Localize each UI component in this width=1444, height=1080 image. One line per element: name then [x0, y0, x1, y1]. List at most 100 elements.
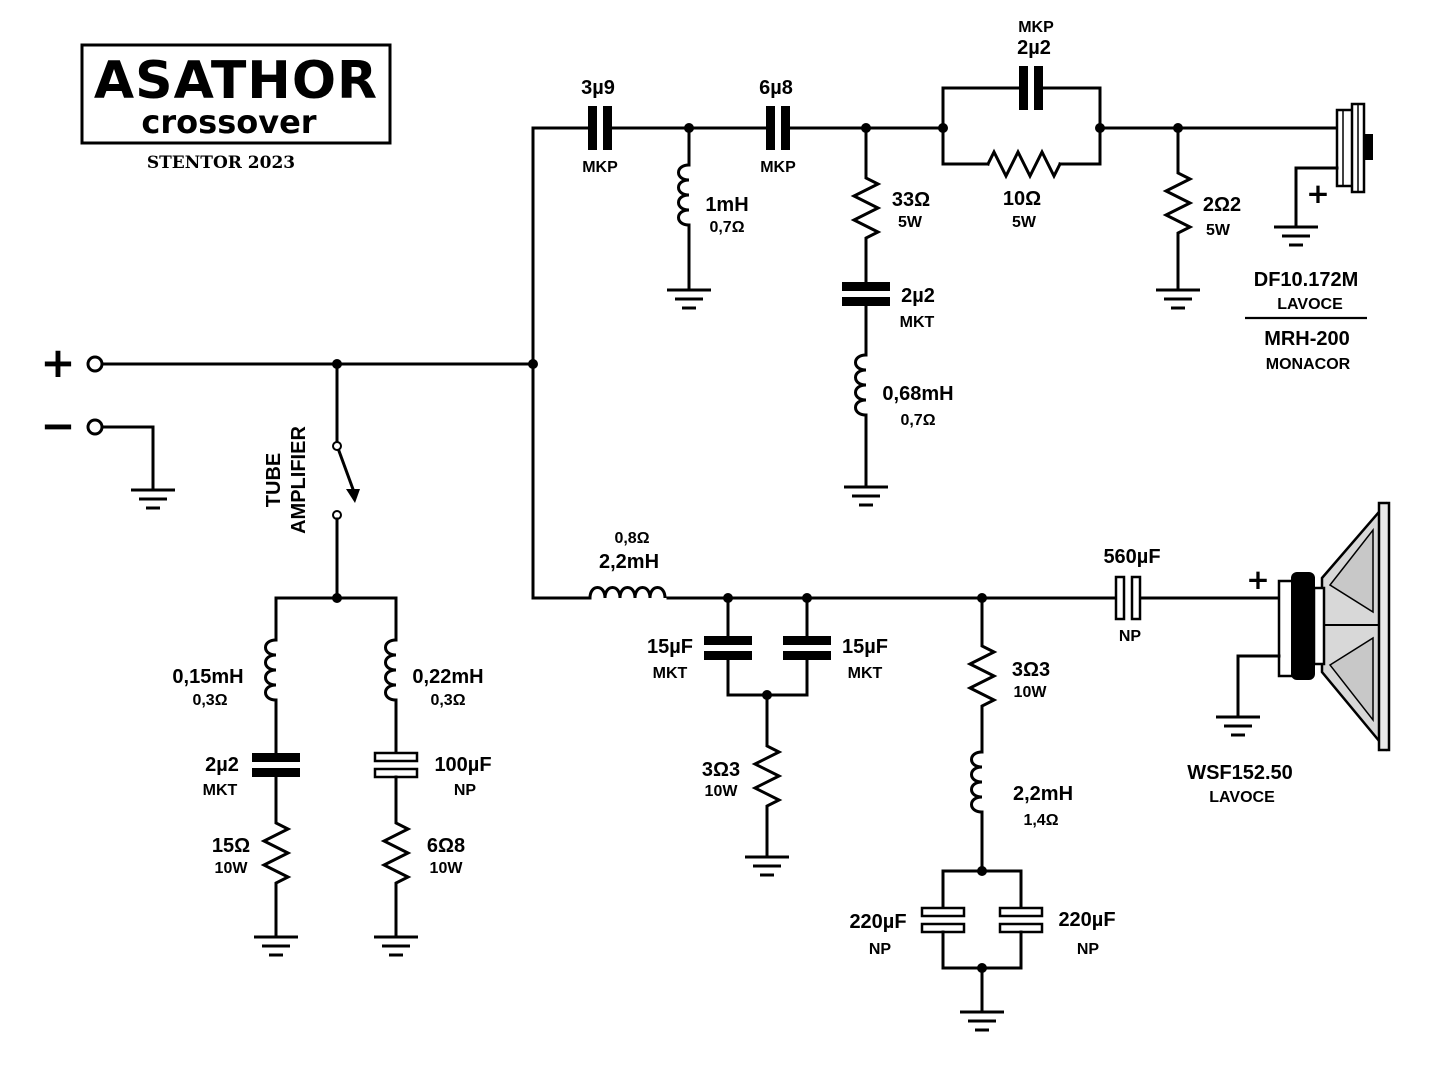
woofer-brand: LAVOCE	[1209, 789, 1275, 806]
input-minus-sign: −	[40, 401, 75, 450]
tube-right-ground-icon	[372, 935, 420, 957]
tweeter-zobel-ground-icon	[842, 485, 890, 507]
woofer-series-inductor-res: 0,8Ω	[614, 530, 649, 547]
tweeter-zobel-resistor-power: 5W	[898, 214, 923, 231]
tweeter-bypass-capacitor	[1019, 66, 1043, 110]
tweeter-shunt-resistor-power: 5W	[1206, 222, 1231, 239]
woofer-zobel-inductor-res: 1,4Ω	[1023, 812, 1058, 829]
woofer-branch: + 0,8Ω 2,2mH 15µF MKT 15µF MKT 3Ω3 10W 3…	[531, 501, 1391, 1032]
tweeter-brand2: MONACOR	[1266, 356, 1351, 373]
input-minus-terminal	[86, 418, 104, 436]
tube-left-ground-icon	[252, 935, 300, 957]
tube-load-network: 0,15mH 0,3Ω 2µ2 MKT 15Ω 10W 0,22mH 0,3Ω …	[172, 593, 492, 957]
woofer-notch-resistor	[753, 736, 781, 810]
tweeter-ground-icon	[1272, 225, 1320, 247]
tweeter-c2-value: 6µ8	[759, 77, 793, 99]
woofer-notch-capacitor-left	[704, 636, 752, 660]
woofer-notch-capacitor-right-value: 15µF	[842, 636, 888, 658]
tweeter-shunt-resistor-value: 2Ω2	[1203, 194, 1241, 216]
woofer-notch-resistor-value: 3Ω3	[702, 759, 740, 781]
switch-label-line1: TUBE	[263, 453, 285, 507]
input-plus-terminal	[86, 355, 104, 373]
woofer-notch-capacitor-left-type: MKT	[653, 665, 688, 682]
tweeter-shunt-resistor	[1164, 163, 1192, 237]
tube-left-capacitor-value: 2µ2	[205, 754, 239, 776]
tweeter-model2: MRH-200	[1264, 328, 1350, 350]
switch-arrow-icon	[346, 489, 360, 503]
tube-left-resistor-power: 10W	[215, 860, 249, 877]
woofer-notch-ground-icon	[743, 855, 791, 877]
tube-right-inductor	[384, 638, 398, 702]
tweeter-model1: DF10.172M	[1254, 269, 1359, 291]
tweeter-zobel-inductor-res: 0,7Ω	[900, 412, 935, 429]
woofer-zobel-resistor-power: 10W	[1014, 684, 1048, 701]
woofer-notch-resistor-power: 10W	[705, 783, 739, 800]
woofer-notch-capacitor-right-type: MKT	[848, 665, 883, 682]
tweeter-series-resistor-power: 5W	[1012, 214, 1037, 231]
woofer-zobel-capacitor-left-type: NP	[869, 941, 892, 958]
tube-left-capacitor-type: MKT	[203, 782, 238, 799]
woofer-zobel-resistor-value: 3Ω3	[1012, 659, 1050, 681]
tweeter-l1-inductor	[677, 163, 691, 227]
logo: ASATHOR crossover STENTOR 2023	[80, 43, 392, 173]
woofer-driver-icon	[1277, 501, 1391, 752]
tweeter-driver-icon	[1335, 102, 1373, 194]
logo-frame	[80, 43, 392, 145]
tube-left-capacitor	[252, 753, 300, 777]
tweeter-branch: + 3µ9 MKP 6µ8 MKP 1mH 0,7Ω 33Ω 5W 2µ2 MK…	[531, 19, 1373, 600]
tube-right-capacitor-type: NP	[454, 782, 477, 799]
tweeter-zobel-inductor-value: 0,68mH	[882, 383, 953, 405]
tweeter-zobel-capacitor	[842, 282, 890, 306]
tube-left-inductor-value: 0,15mH	[172, 666, 243, 688]
woofer-series-capacitor-value: 560µF	[1103, 546, 1160, 568]
input-plus-sign: +	[40, 338, 75, 387]
tweeter-series-resistor	[985, 148, 1063, 180]
tweeter-l1-ground-icon	[665, 288, 713, 310]
woofer-zobel-capacitor-right-value: 220µF	[1058, 909, 1115, 931]
tweeter-shunt-ground-icon	[1154, 288, 1202, 310]
tube-right-resistor-value: 6Ω8	[427, 835, 465, 857]
logo-title: ASATHOR	[94, 51, 378, 111]
woofer-model: WSF152.50	[1187, 762, 1293, 784]
woofer-plus-sign: +	[1246, 563, 1269, 596]
woofer-zobel-resistor	[968, 636, 996, 710]
tweeter-bypass-capacitor-type: MKP	[1018, 19, 1054, 36]
switch-label-line2: AMPLIFIER	[288, 426, 310, 534]
tube-right-inductor-value: 0,22mH	[412, 666, 483, 688]
tweeter-zobel-capacitor-value: 2µ2	[901, 285, 935, 307]
tweeter-zobel-capacitor-type: MKT	[900, 314, 935, 331]
woofer-notch-capacitor-right	[783, 636, 831, 660]
woofer-series-np-capacitor	[1114, 575, 1142, 621]
tweeter-c1-value: 3µ9	[581, 77, 615, 99]
tweeter-zobel-resistor-value: 33Ω	[892, 189, 930, 211]
tweeter-zobel-inductor	[854, 353, 868, 417]
tube-left-inductor-res: 0,3Ω	[192, 692, 227, 709]
tube-amplifier-switch: TUBE AMPLIFIER	[263, 362, 360, 600]
tube-left-resistor	[262, 813, 290, 887]
woofer-series-inductor	[588, 586, 667, 599]
woofer-zobel-inductor	[970, 750, 984, 814]
woofer-ground-icon	[1214, 715, 1262, 737]
woofer-zobel-capacitor-right	[998, 906, 1044, 934]
tube-left-inductor	[264, 638, 278, 702]
woofer-zobel-ground-icon	[958, 1010, 1006, 1032]
tweeter-c1-capacitor	[588, 106, 612, 150]
input-ground-icon	[129, 488, 177, 510]
logo-tagline: STENTOR 2023	[147, 153, 295, 173]
tweeter-c2-capacitor	[766, 106, 790, 150]
tweeter-plus-sign: +	[1306, 177, 1329, 210]
woofer-series-capacitor-type: NP	[1119, 628, 1142, 645]
tweeter-c1-type: MKP	[582, 159, 618, 176]
tube-right-capacitor-value: 100µF	[434, 754, 491, 776]
woofer-zobel-inductor-value: 2,2mH	[1013, 783, 1073, 805]
tweeter-c2-type: MKP	[760, 159, 796, 176]
tube-right-resistor	[382, 813, 410, 887]
tweeter-zobel-resistor	[852, 168, 880, 242]
woofer-zobel-capacitor-left	[920, 906, 966, 934]
tweeter-series-resistor-value: 10Ω	[1003, 188, 1041, 210]
logo-subtitle: crossover	[141, 103, 316, 141]
tube-right-inductor-res: 0,3Ω	[430, 692, 465, 709]
tweeter-l1-value: 1mH	[705, 194, 748, 216]
tube-right-resistor-power: 10W	[430, 860, 464, 877]
